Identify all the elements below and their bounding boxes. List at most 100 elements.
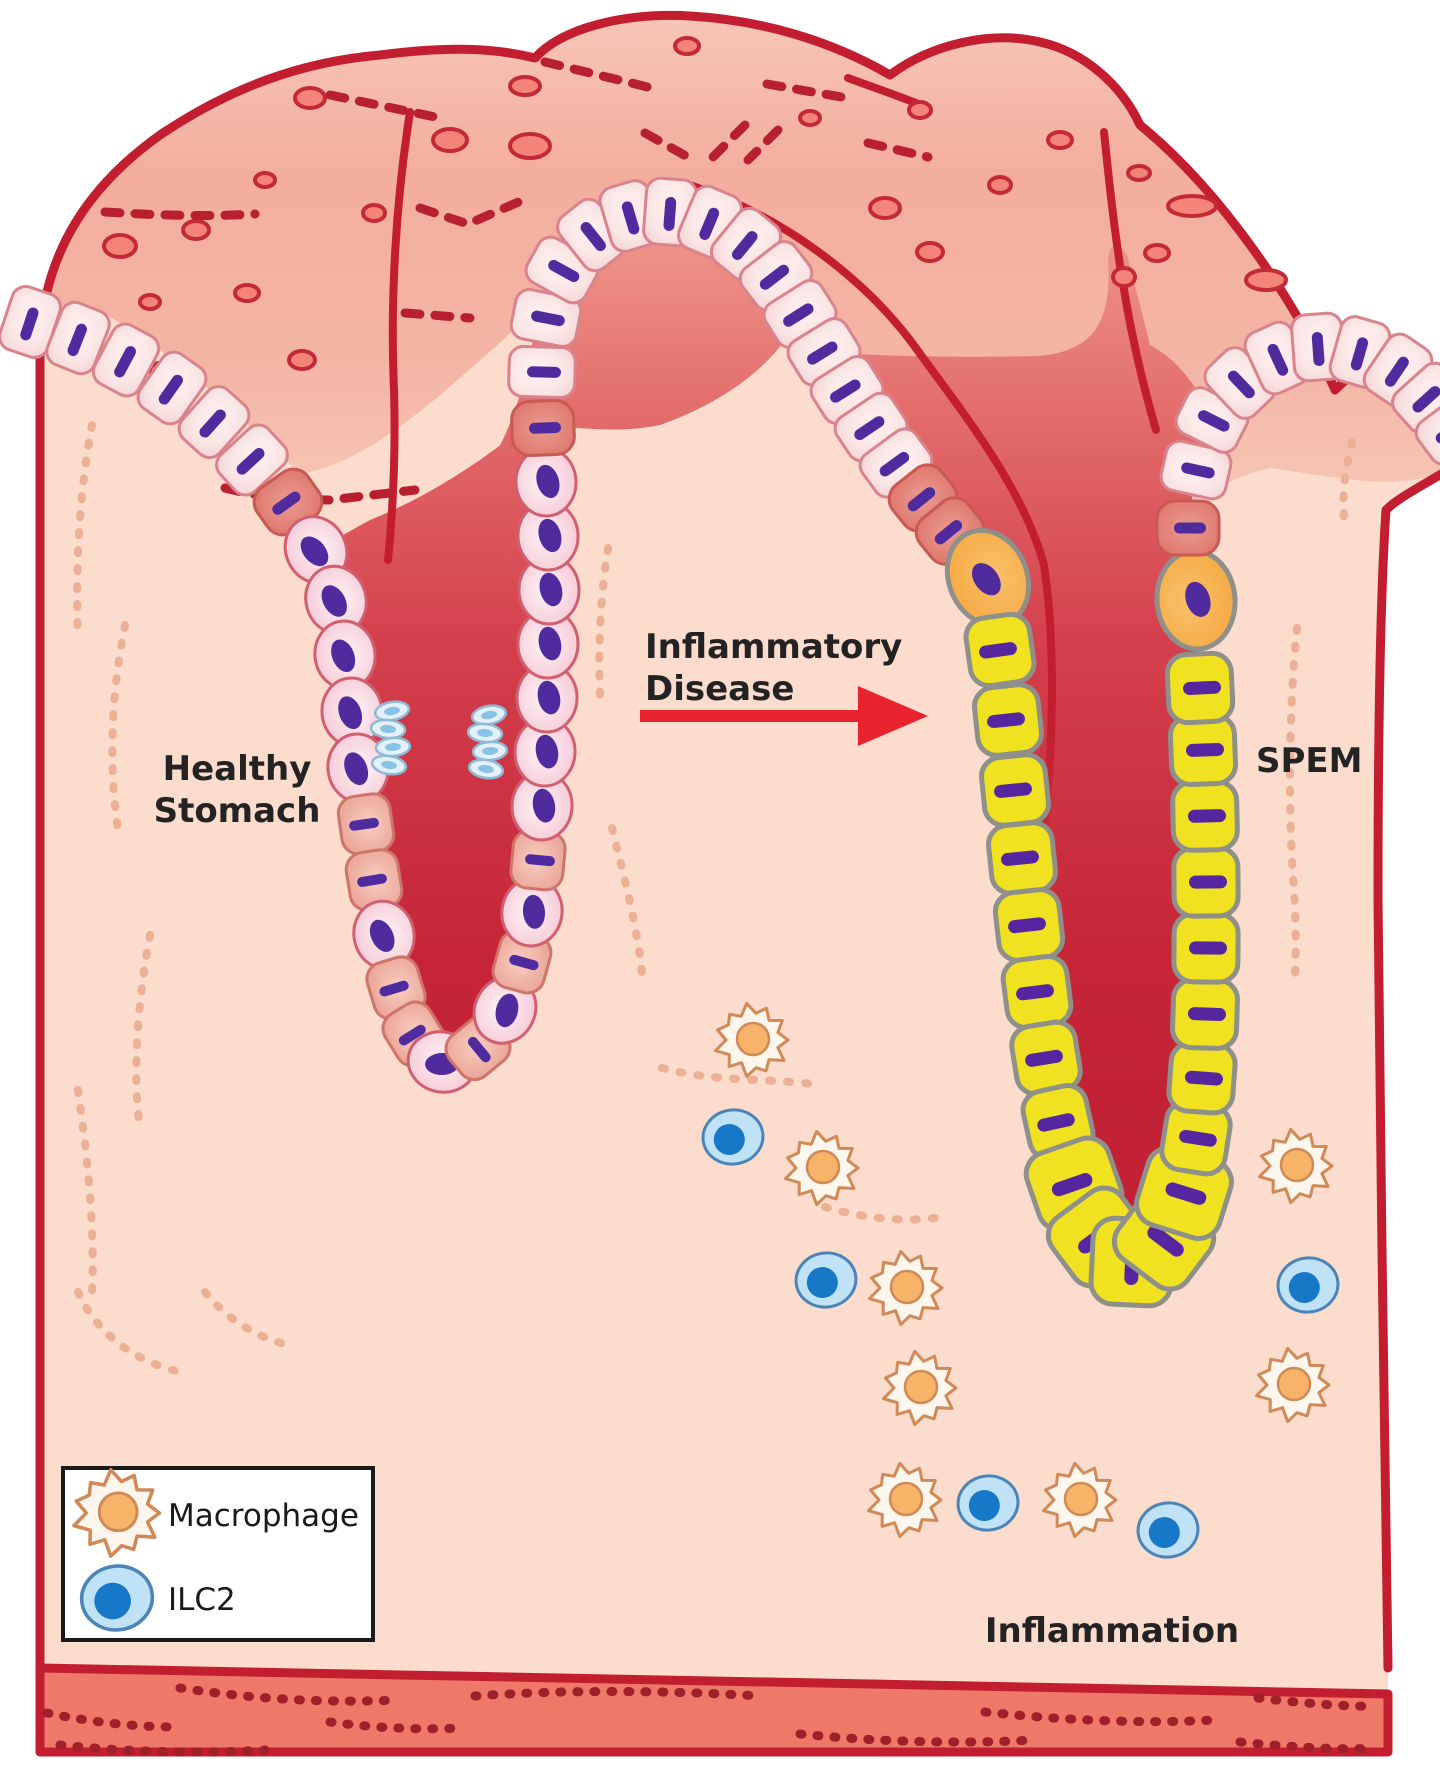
stromal-fiber: [608, 824, 646, 979]
cell-nucleus: [621, 201, 640, 235]
cell-nucleus: [1147, 1225, 1184, 1257]
stromal-fiber: [1285, 624, 1301, 979]
cell-nucleus: [114, 346, 136, 378]
cell-nucleus: [158, 374, 183, 405]
ilc2-nucleus: [713, 1124, 745, 1156]
stromal-fiber: [201, 1288, 296, 1350]
cell-nucleus: [807, 341, 838, 365]
cell-nucleus: [236, 448, 265, 475]
stromal-fiber: [108, 621, 129, 834]
surface-cell-dot: [673, 36, 701, 56]
macrophage-cell: [72, 1468, 162, 1558]
surface-cell-dot: [1143, 243, 1171, 263]
inflammatory-disease-label-line2: Disease: [645, 669, 794, 709]
ilc2-cell: [956, 1474, 1020, 1532]
macrophage-nucleus: [1063, 1481, 1099, 1517]
surface-cell-dot: [138, 293, 162, 311]
surface-cell-dot: [1126, 164, 1152, 182]
ilc2-cell: [1136, 1501, 1200, 1559]
capillary-dash: [743, 125, 783, 165]
mucous-cell: [516, 608, 580, 680]
cell-nucleus: [67, 323, 87, 357]
cell-nucleus: [1188, 1007, 1226, 1021]
surface-cell-dot: [987, 175, 1013, 195]
capillary-dash: [863, 138, 933, 162]
cell-nucleus: [538, 626, 562, 661]
legend-label-macrophage: Macrophage: [168, 1498, 359, 1534]
cell-nucleus: [300, 536, 329, 567]
macrophage-cell: [1258, 1127, 1334, 1205]
cell-nucleus: [522, 894, 546, 929]
cell-nucleus: [1016, 984, 1054, 1001]
figure-labels: Healthy Stomach Inflammatory Disease SPE…: [154, 627, 1363, 1651]
cell-nucleus: [338, 696, 363, 730]
cell-nucleus: [1227, 370, 1255, 399]
surface-cell-dot: [181, 219, 211, 241]
spem-cell: [1000, 953, 1074, 1031]
healthy-gland-lumen: [316, 212, 800, 1062]
surface-cell-dot: [1166, 194, 1218, 218]
cell-nucleus: [1001, 850, 1039, 866]
muscularis-band: [35, 1663, 1393, 1757]
surface-cell-dot: [1046, 130, 1074, 150]
cell-nucleus: [525, 854, 555, 867]
surface-cell-dot: [102, 233, 138, 259]
cell-nucleus: [879, 451, 910, 477]
surface-cell-dot: [868, 196, 902, 220]
cell-nucleus: [971, 563, 1001, 596]
foveolar-cell: [45, 300, 111, 376]
mucous-cell: [514, 446, 578, 518]
ilc2-nucleus: [1288, 1272, 1320, 1304]
macrophage-cell: [1255, 1346, 1331, 1424]
foveolar-cell: [215, 423, 289, 497]
cell-nucleus: [529, 422, 561, 434]
cell-nucleus: [369, 919, 395, 952]
cell-nucleus: [1185, 581, 1211, 617]
cell-nucleus: [1051, 1173, 1093, 1197]
cell-nucleus: [1008, 917, 1046, 934]
mucous-cell: [500, 876, 564, 948]
cell-nucleus: [398, 1024, 426, 1046]
ilc2-cell: [1276, 1256, 1340, 1314]
macrophage-nucleus: [97, 1491, 139, 1533]
muscle-fiber: [795, 1729, 1040, 1747]
cell-nucleus: [1179, 1129, 1217, 1147]
foveolar-cell: [1391, 361, 1440, 435]
cell-nucleus: [527, 366, 561, 378]
foveolar-cell: [177, 385, 251, 459]
spem-cell: [971, 682, 1045, 758]
stromal-fiber: [595, 544, 612, 699]
macrophage-nucleus: [888, 1481, 924, 1517]
cell-nucleus: [994, 782, 1032, 798]
cell-nucleus: [509, 954, 539, 971]
stromal-fiber: [74, 1086, 97, 1299]
capillary-dash: [640, 128, 698, 165]
fold-line: [384, 108, 414, 564]
blue-cell-stack: [466, 704, 509, 780]
ilc2-cell: [701, 1108, 765, 1166]
cell-nucleus: [538, 518, 562, 553]
spem-cell: [986, 820, 1058, 896]
cell-nucleus: [1384, 356, 1409, 387]
cell-nucleus: [907, 487, 936, 512]
surface-cell-dot: [293, 86, 327, 110]
spem-cell: [1171, 845, 1241, 919]
foveolar-cell: [136, 350, 208, 426]
stromal-fiber: [821, 1203, 939, 1224]
cell-nucleus: [357, 873, 387, 887]
parietal-cell-stacks: [369, 700, 509, 780]
spem-cell: [1171, 911, 1241, 985]
cell-nucleus: [379, 980, 409, 997]
cell-nucleus: [1181, 462, 1215, 479]
macrophage-cell: [868, 1249, 944, 1327]
stromal-fiber: [132, 931, 154, 1134]
cell-nucleus: [537, 680, 561, 715]
surface-cell-dot: [253, 171, 277, 189]
cell-nucleus: [1412, 386, 1440, 413]
muscle-fiber: [980, 1707, 1220, 1727]
macrophage-nucleus: [805, 1149, 841, 1185]
foveolar-cell: [1159, 439, 1233, 501]
surface-cell-dot: [1244, 268, 1288, 292]
